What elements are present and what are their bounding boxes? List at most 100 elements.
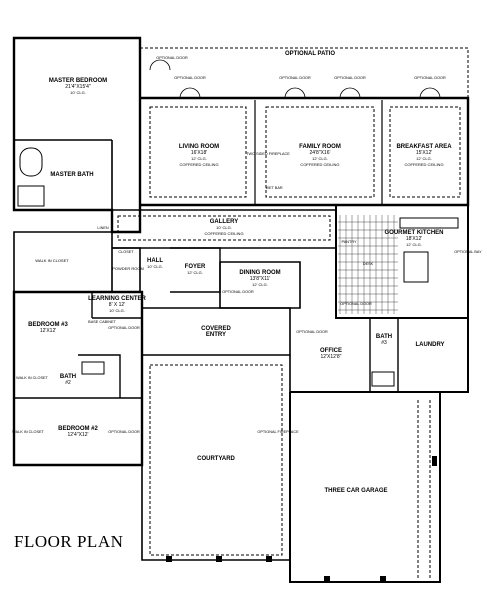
kitchen-island xyxy=(403,251,429,283)
room-breakfast-area: BREAKFAST AREA 15'X12' 12' CLG. COFFERED… xyxy=(396,144,451,168)
room-name: LEARNING CENTER xyxy=(88,296,146,302)
room-note2: COFFERED CEILING xyxy=(179,162,219,167)
room-hall: HALL 10' CLG. xyxy=(147,258,163,270)
room-dims: 18'X12' xyxy=(405,236,423,242)
room-gourmet-kitchen: GOURMET KITCHEN 18'X12' 12' CLG. xyxy=(385,230,444,248)
room-living-room: LIVING ROOM 16'X18' 12' CLG. COFFERED CE… xyxy=(179,144,219,168)
room-bedroom3: BEDROOM #3 12'X12' xyxy=(28,322,68,334)
note-wet-bar: WET BAR xyxy=(265,186,283,190)
room-bath2: BATH #2 xyxy=(60,374,76,386)
room-note: 10' CLG. xyxy=(109,308,125,313)
room-master-bedroom: MASTER BEDROOM 21'4"X15'4" 10' CLG. xyxy=(49,78,107,96)
courtyard-inner xyxy=(149,364,283,556)
patio-door-swings xyxy=(149,59,441,99)
room-dims: 24'8"X16' xyxy=(309,150,331,156)
note-desk: DESK xyxy=(362,262,374,266)
room-bath3: BATH #3 xyxy=(376,334,392,346)
room-garage: THREE CAR GARAGE xyxy=(324,488,387,494)
note-optional-door: OPTIONAL DOOR xyxy=(108,326,140,330)
room-gallery: GALLERY 10' CLG. COFFERED CEILING xyxy=(204,219,243,237)
note-pantry: PANTRY xyxy=(341,240,357,244)
wall-bath2 xyxy=(78,354,121,398)
coffer-living xyxy=(149,106,247,198)
note-walk-in-closet: WALK IN CLOSET xyxy=(12,430,44,434)
room-name: LIVING ROOM xyxy=(178,144,220,150)
note-optional-door: OPTIONAL DOOR xyxy=(414,76,446,80)
room-name2: ENTRY xyxy=(205,332,227,338)
room-bedroom2: BEDROOM #2 12'4"X12' xyxy=(58,426,98,438)
note-closet: CLOSET xyxy=(118,250,134,254)
bath3-tub xyxy=(371,371,395,387)
note-optional-door: OPTIONAL DOOR xyxy=(222,290,254,294)
kitchen-counter xyxy=(399,217,459,229)
room-dims: 15'X12' xyxy=(415,150,433,156)
master-tub xyxy=(19,147,43,177)
room-dims: 8' X 12' xyxy=(108,302,126,308)
room-note2: COFFERED CEILING xyxy=(204,231,244,236)
optional-patio-outline xyxy=(140,47,469,98)
garage-piers xyxy=(166,456,437,582)
room-name: BEDROOM #3 xyxy=(28,322,68,328)
room-name: POWDER ROOM xyxy=(112,266,144,271)
room-name: COURTYARD xyxy=(197,456,235,462)
room-note2: COFFERED CEILING xyxy=(404,162,444,167)
note-optional-door: OPTIONAL DOOR xyxy=(108,430,140,434)
room-master-bath: MASTER BATH xyxy=(50,172,93,178)
room-walkin-closet: WALK IN CLOSET xyxy=(35,258,68,264)
room-foyer: FOYER 12' CLG. xyxy=(185,264,206,276)
room-dims: #3 xyxy=(381,340,387,346)
room-name: BEDROOM #2 xyxy=(58,426,98,432)
note-optional-door: OPTIONAL DOOR xyxy=(296,330,328,334)
note-optional-door: OPTIONAL DOOR xyxy=(174,76,206,80)
room-name: WALK IN CLOSET xyxy=(35,258,69,263)
room-note: 10' CLG. xyxy=(216,225,232,230)
master-shower xyxy=(17,185,45,207)
room-name: MASTER BEDROOM xyxy=(48,78,108,84)
coffer-family xyxy=(265,106,375,198)
room-dims: #2 xyxy=(65,380,71,386)
room-covered-entry: COVERED ENTRY xyxy=(201,326,231,338)
wall-dining-room xyxy=(219,261,301,309)
room-dims: 12'X12' xyxy=(39,328,57,334)
room-name: BREAKFAST AREA xyxy=(396,144,452,150)
note-optional-fireplace: OPTIONAL FIREPLACE xyxy=(257,430,299,434)
room-laundry: LAUNDRY xyxy=(415,342,444,348)
room-name: DINING ROOM xyxy=(239,270,281,276)
room-learning-center: LEARNING CENTER 8' X 12' 10' CLG. xyxy=(88,296,146,314)
room-dims: 13'8"X11' xyxy=(249,276,271,282)
floor-plan-title: FLOOR PLAN xyxy=(14,532,124,551)
room-powder-room: POWDER ROOM xyxy=(112,266,144,272)
wall-covered-entry xyxy=(142,307,291,356)
wall-master-suite xyxy=(12,36,142,234)
room-name: FOYER xyxy=(184,264,206,270)
note-optional-door: OPTIONAL DOOR xyxy=(340,302,372,306)
note-two-sided-fireplace: TWO SIDED FIREPLACE xyxy=(246,152,290,156)
note-base-cabinet: BASE CABINET xyxy=(88,320,116,324)
room-dims: 12'X12'8" xyxy=(320,354,342,360)
bath2-tub xyxy=(81,361,105,375)
room-name: COVERED xyxy=(201,326,231,332)
room-name: GALLERY xyxy=(209,219,239,225)
wall-great-room xyxy=(140,96,470,207)
room-dining-room: DINING ROOM 13'8"X11' 12' CLG. xyxy=(239,270,280,288)
note-linen: LINEN xyxy=(97,226,109,230)
optional-patio-label: OPTIONAL PATIO xyxy=(285,51,335,57)
coffer-gallery xyxy=(117,215,331,241)
room-name: LAUNDRY xyxy=(415,342,445,348)
wall-right-wing xyxy=(290,317,469,393)
room-note: 12' CLG. xyxy=(252,282,268,287)
note-optional-door: OPTIONAL DOOR xyxy=(156,56,188,60)
room-name: BATH xyxy=(59,374,77,380)
coffer-breakfast xyxy=(389,106,461,198)
room-dims: 12'4"X12' xyxy=(67,432,89,438)
room-name: GOURMET KITCHEN xyxy=(384,230,444,236)
room-name: THREE CAR GARAGE xyxy=(324,488,388,494)
room-note: 12' CLG. xyxy=(406,242,422,247)
room-name: MASTER BATH xyxy=(50,172,94,178)
kitchen-tile-grid xyxy=(338,215,398,314)
room-dims: 21'4"X15'4" xyxy=(65,84,91,90)
note-walk-in-closet: WALK IN CLOSET xyxy=(16,376,48,380)
room-name: FAMILY ROOM xyxy=(299,144,341,150)
wall-garage xyxy=(289,392,441,583)
